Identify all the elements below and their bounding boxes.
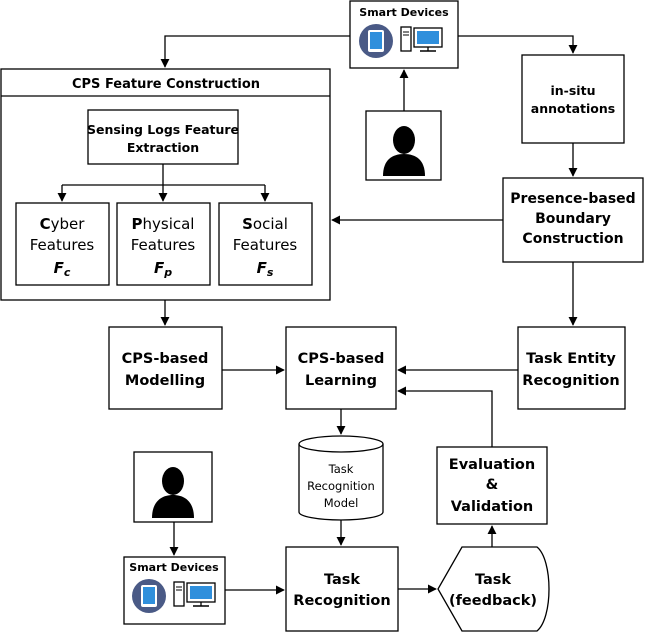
task-recognition-label-2: Recognition [293,593,390,609]
svg-text:Cyber: Cyber [40,215,86,233]
evaluation-label-3: Validation [451,499,534,515]
cyber-subscript: c [64,266,71,279]
person-silhouette-icon [383,126,425,176]
smart-devices-bottom-label: Smart Devices [129,561,219,574]
arrow-devices-to-in-situ [458,35,578,54]
sensing-logs-label-2: Extraction [127,140,199,155]
flow-connectors [160,35,578,595]
physical-features-box [116,202,211,286]
svg-text:Fp: Fp [154,259,172,279]
task-entity-label-1: Task Entity [526,351,616,367]
social-subscript: s [267,266,274,279]
smart-devices-bottom: Smart Devices [123,556,226,625]
social-features-label: Features [233,236,298,254]
svg-text:Fs: Fs [257,259,274,279]
social-features-box [218,202,313,286]
cyber-symbol: F [54,259,65,277]
desktop-computer-icon [173,581,216,607]
cyber-initial: C [40,215,51,233]
task-entity-recognition-box: Task Entity Recognition [517,326,626,410]
cyber-features-label: Features [30,236,95,254]
in-situ-label-1: in-situ [551,83,596,98]
evaluation-label-1: Evaluation [449,457,535,473]
presence-boundary-box: Presence-based Boundary Construction [502,177,644,263]
tablet-icon [132,579,166,613]
arrow-devices-to-cps-features [160,35,350,68]
feature-tree-connectors [57,164,270,202]
physical-features-label: Features [131,236,196,254]
task-feedback-label-1: Task [475,572,511,588]
task-recognition-box: Task Recognition [285,546,399,632]
task-model-label-3: Model [324,496,359,510]
sensing-logs-label-1: Sensing Logs Feature [87,122,239,137]
task-model-label-2: Recognition [307,479,375,493]
sensing-logs-box [87,109,239,165]
cps-learning-label-2: Learning [305,373,377,389]
presence-label-2: Boundary [535,211,611,227]
task-recognition-model-database: Task Recognition Model [298,435,384,521]
cps-modelling-box: CPS-based Modelling [108,326,223,410]
presence-label-1: Presence-based [510,191,635,207]
presence-label-3: Construction [522,231,623,247]
tablet-icon [359,24,393,58]
in-situ-label-2: annotations [531,101,615,116]
cyber-features-box [15,202,110,286]
social-initial: S [242,215,253,233]
desktop-computer-icon [400,26,443,52]
arrow-evaluation-to-learning [397,386,493,447]
cps-feature-construction-panel: CPS Feature Construction Sensing Logs Fe… [0,68,331,301]
evaluation-label-2: & [486,477,499,493]
user-person-top [365,110,442,181]
evaluation-validation-box: Evaluation & Validation [436,446,548,525]
task-recognition-label-1: Task [324,572,360,588]
svg-text:Physical: Physical [132,215,195,233]
cps-learning-box: CPS-based Learning [285,326,397,410]
physical-rest: hysical [143,215,195,233]
task-entity-label-2: Recognition [522,373,619,389]
svg-text:Fc: Fc [54,259,71,279]
task-feedback-display: Task (feedback) [437,546,550,632]
cps-modelling-label-1: CPS-based [122,351,209,367]
person-silhouette-icon [152,467,194,518]
cps-feature-construction-title: CPS Feature Construction [72,77,260,92]
cps-modelling-label-2: Modelling [125,373,205,389]
task-model-label-1: Task [328,462,354,476]
in-situ-annotations-box: in-situ annotations [521,54,625,144]
social-rest: ocial [253,215,288,233]
task-feedback-label-2: (feedback) [449,593,537,609]
smart-devices-top: Smart Devices [349,0,459,69]
cps-learning-label-1: CPS-based [298,351,385,367]
physical-symbol: F [154,259,165,277]
cyber-rest: yber [51,215,86,233]
user-person-bottom [133,451,213,523]
svg-text:Social: Social [242,215,288,233]
physical-subscript: p [163,266,172,279]
physical-initial: P [132,215,143,233]
social-symbol: F [257,259,268,277]
smart-devices-top-label: Smart Devices [359,6,449,19]
